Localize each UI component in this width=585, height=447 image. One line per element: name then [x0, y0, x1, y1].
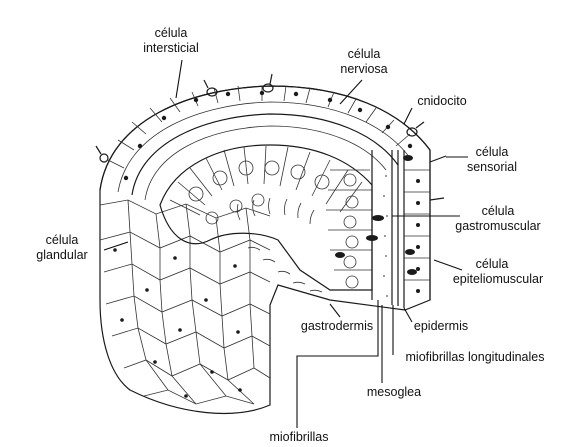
label-nerve-line1: célula	[348, 47, 381, 61]
label-gastrodermis: gastrodermis	[301, 319, 373, 333]
label-sensory-line2: sensorial	[467, 160, 517, 174]
cylinder-wall	[95, 73, 431, 415]
label-interstitial-line2: intersticial	[143, 41, 199, 55]
labels: célula intersticial célula nerviosa cnid…	[36, 26, 544, 444]
gastrodermis-cells	[159, 144, 384, 293]
label-epidermis: epidermis	[414, 319, 468, 333]
label-cnidocyte: cnidocito	[417, 94, 466, 108]
label-gastromuscular-line2: gastromuscular	[455, 219, 540, 233]
label-gastromuscular-line1: célula	[482, 204, 515, 218]
cut-face	[371, 150, 447, 308]
label-interstitial-line1: célula	[155, 26, 188, 40]
leader-lines	[103, 59, 468, 428]
label-epitheliomuscular-line1: célula	[476, 257, 509, 271]
label-mesoglea: mesoglea	[367, 385, 421, 399]
label-epitheliomuscular-line2: epiteliomuscular	[453, 272, 543, 286]
label-miofibrillas: miofibrillas	[269, 430, 328, 444]
label-glandular-line2: glandular	[36, 248, 87, 262]
label-miofibrillas-longitudinales: miofibrillas longitudinales	[406, 350, 545, 364]
label-sensory-line1: célula	[476, 145, 509, 159]
label-nerve-line2: nerviosa	[340, 62, 387, 76]
label-glandular-line1: célula	[46, 233, 79, 247]
